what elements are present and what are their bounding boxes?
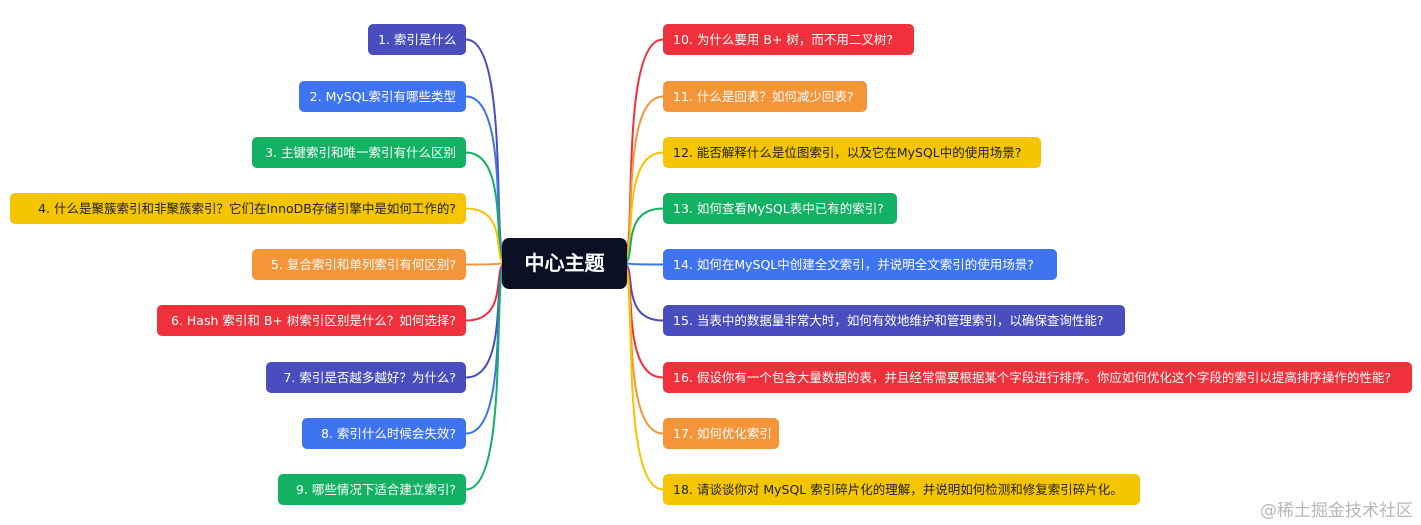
topic-node-4[interactable]: 4. 什么是聚簇索引和非聚簇索引？它们在InnoDB存储引擎中是如何工作的? — [10, 193, 466, 224]
connector-left-5 — [465, 262, 507, 266]
connector-left-9 — [465, 262, 507, 491]
topic-node-11[interactable]: 11. 什么是回表？如何减少回表? — [663, 81, 867, 112]
topic-node-15[interactable]: 15. 当表中的数据量非常大时，如何有效地维护和管理索引，以确保查询性能? — [663, 305, 1125, 336]
topic-node-6[interactable]: 6. Hash 索引和 B+ 树索引区别是什么？如何选择? — [157, 305, 466, 336]
center-topic-node[interactable]: 中心主题 — [502, 238, 627, 289]
topic-node-10[interactable]: 10. 为什么要用 B+ 树，而不用二叉树? — [663, 24, 914, 55]
topic-node-7[interactable]: 7. 索引是否越多越好？为什么? — [266, 362, 466, 393]
connector-right-18 — [622, 262, 664, 491]
topic-node-9[interactable]: 9. 哪些情况下适合建立索引? — [278, 474, 466, 505]
topic-node-5[interactable]: 5. 复合索引和单列索引有何区别? — [252, 249, 466, 280]
topic-node-8[interactable]: 8. 索引什么时候会失效? — [302, 418, 466, 449]
topic-node-2[interactable]: 2. MySQL索引有哪些类型 — [299, 81, 466, 112]
connector-right-14 — [622, 262, 664, 266]
topic-node-3[interactable]: 3. 主键索引和唯一索引有什么区别 — [252, 137, 466, 168]
topic-node-16[interactable]: 16. 假设你有一个包含大量数据的表，并且经常需要根据某个字段进行排序。你应如何… — [663, 362, 1412, 393]
topic-node-18[interactable]: 18. 请谈谈你对 MySQL 索引碎片化的理解，并说明如何检测和修复索引碎片化… — [663, 474, 1140, 505]
topic-node-13[interactable]: 13. 如何查看MySQL表中已有的索引? — [663, 193, 897, 224]
topic-node-14[interactable]: 14. 如何在MySQL中创建全文索引，并说明全文索引的使用场景? — [663, 249, 1057, 280]
watermark-text: @稀土掘金技术社区 — [1260, 501, 1413, 521]
topic-node-17[interactable]: 17. 如何优化索引 — [663, 418, 779, 449]
topic-node-12[interactable]: 12. 能否解释什么是位图索引，以及它在MySQL中的使用场景? — [663, 137, 1041, 168]
topic-node-1[interactable]: 1. 索引是什么 — [368, 24, 466, 55]
